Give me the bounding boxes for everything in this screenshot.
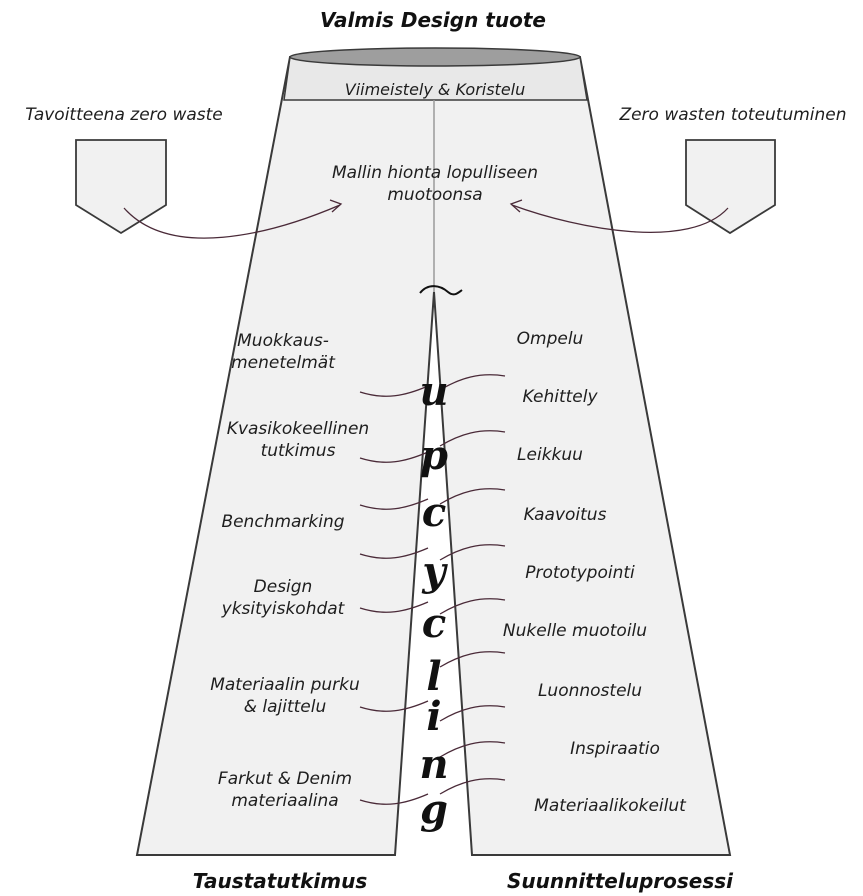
right-item: Ompelu [505, 328, 595, 350]
right-column-title: Suunnitteluprosessi [470, 869, 770, 893]
word-letter: c [404, 604, 464, 644]
word-letter: p [404, 436, 464, 476]
right-item: Leikkuu [505, 444, 595, 466]
word-letter: c [404, 493, 464, 533]
right-item: Kehittely [505, 386, 615, 408]
left-column-title: Taustatutkimus [150, 869, 410, 893]
left-item: Design yksityiskohdat [208, 576, 358, 620]
left-item: Materiaalin purku & lajittelu [180, 674, 390, 718]
left-item: Kvasikokeellinen tutkimus [208, 418, 388, 462]
word-letter: u [404, 372, 464, 412]
word-letter: g [404, 790, 464, 830]
left-item: Muokkaus- menetelmät [208, 330, 358, 374]
right-item: Kaavoitus [505, 504, 625, 526]
jeans-opening [290, 48, 580, 66]
right-item: Prototypointi [505, 562, 655, 584]
right-item: Nukelle muotoilu [490, 620, 660, 642]
left-pocket [76, 140, 166, 233]
top-title: Valmis Design tuote [283, 8, 583, 32]
pocket-right-label: Zero wasten toteutuminen [604, 104, 862, 126]
center-label: Mallin hionta lopulliseen muotoonsa [290, 162, 580, 206]
word-letter: l [404, 657, 464, 697]
word-letter: i [404, 697, 464, 737]
right-item: Inspiraatio [555, 738, 675, 760]
right-pocket [686, 140, 775, 233]
word-letter: n [404, 745, 464, 785]
right-item: Luonnostelu [530, 680, 650, 702]
left-item: Benchmarking [208, 511, 358, 533]
waistband-label: Viimeistely & Koristelu [290, 79, 580, 101]
right-item: Materiaalikokeilut [505, 795, 715, 817]
left-item: Farkut & Denim materiaalina [180, 768, 390, 812]
pocket-left-label: Tavoitteena zero waste [4, 104, 244, 126]
word-letter: y [404, 552, 464, 592]
